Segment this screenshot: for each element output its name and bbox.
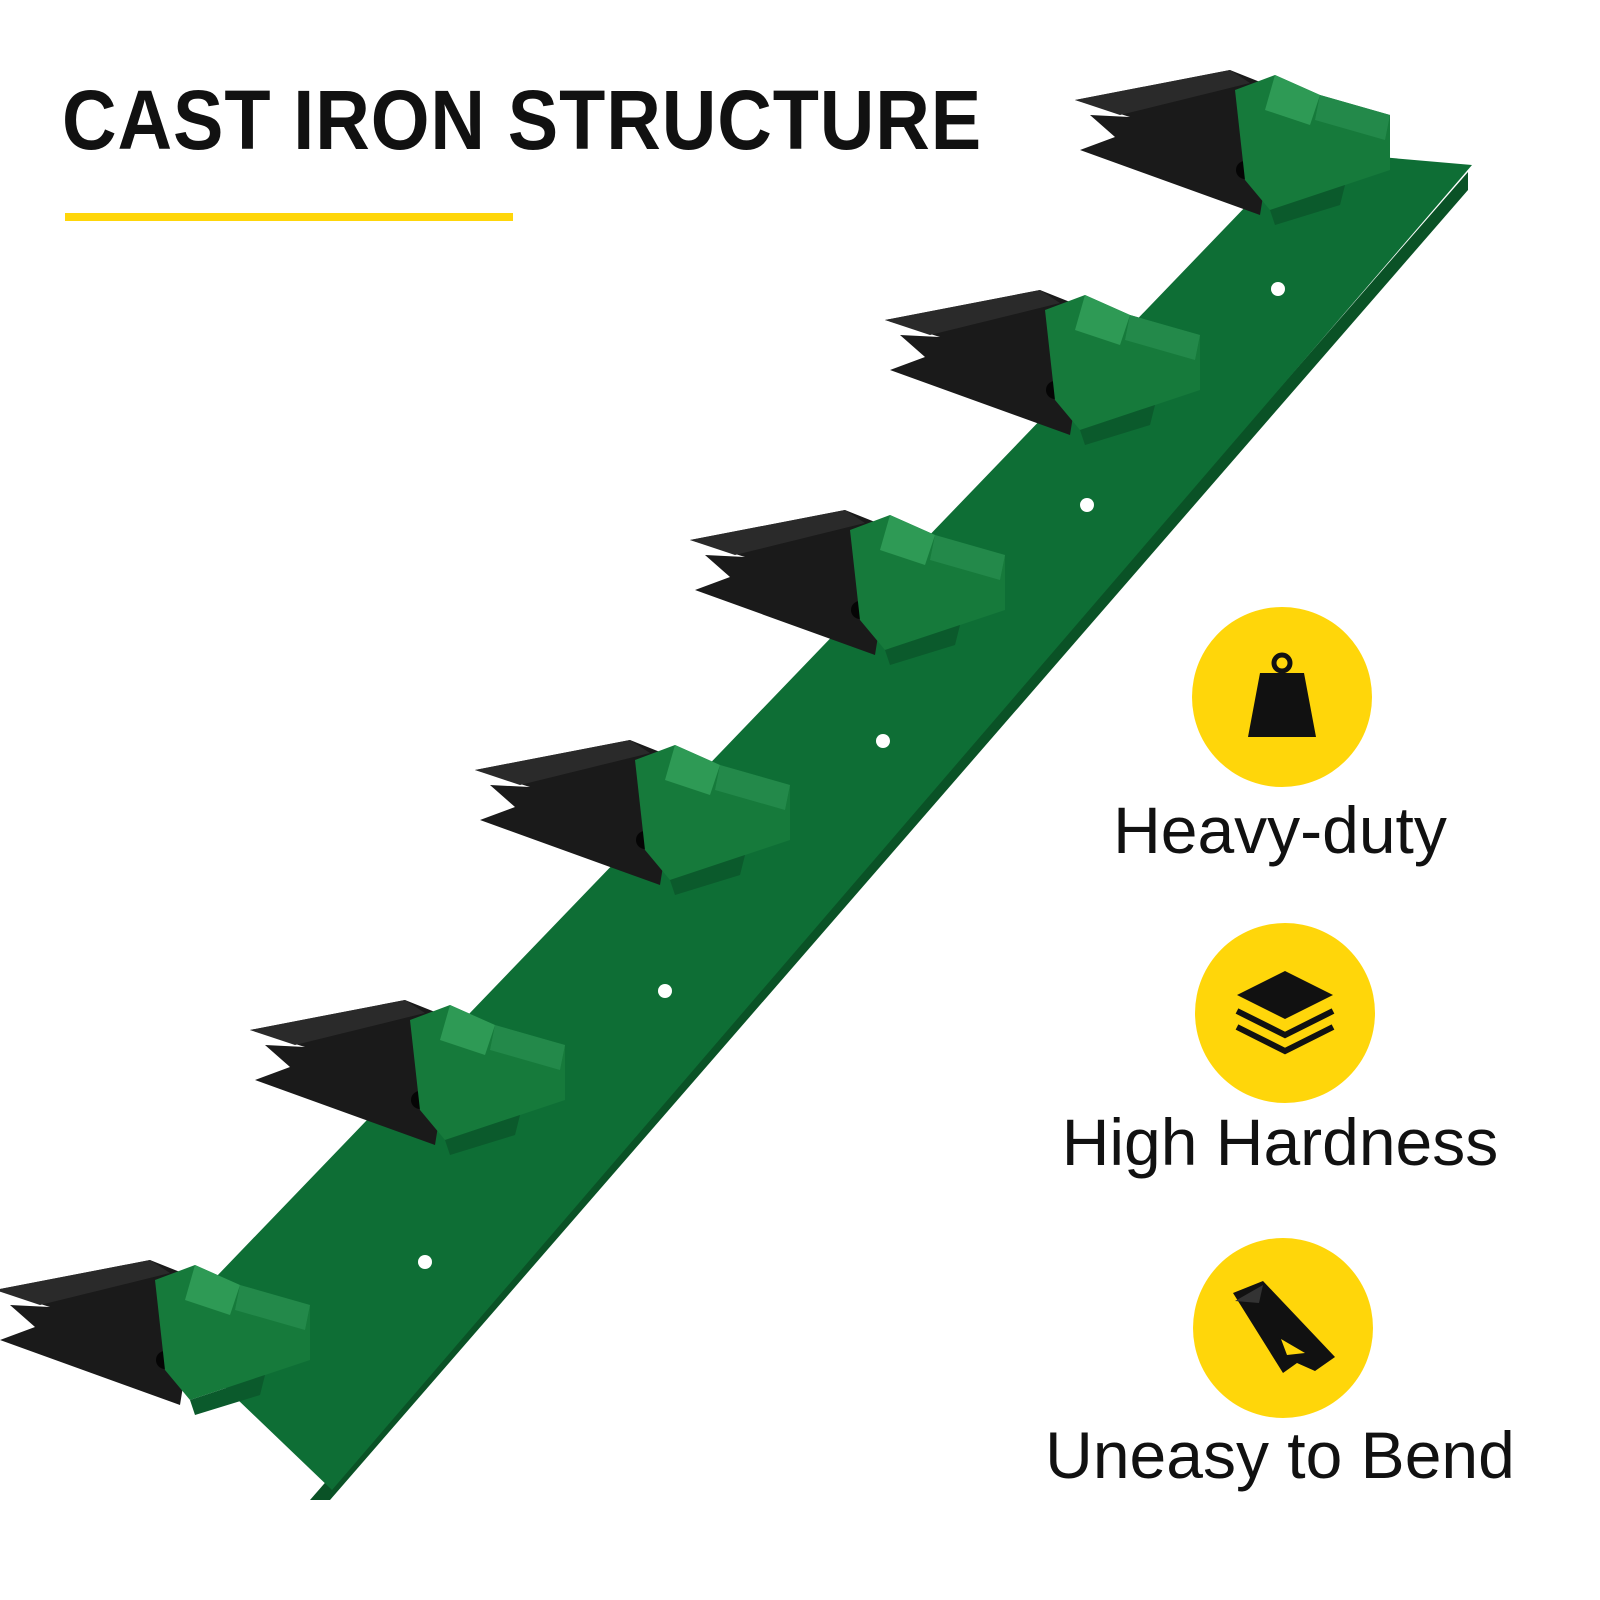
wedge-tooth-icon (1233, 1281, 1335, 1373)
page-title: CAST IRON STRUCTURE (62, 73, 983, 167)
high-hardness-label: High Hardness (1061, 1105, 1499, 1179)
title-underline (65, 213, 513, 221)
layers-icon (1235, 971, 1335, 1055)
heavy-duty-badge (1192, 607, 1372, 787)
bar (165, 150, 1472, 1490)
weight-icon (1248, 652, 1316, 737)
heavy-duty-label: Heavy-duty (1113, 793, 1447, 867)
uneasy-to-bend-badge (1193, 1238, 1373, 1418)
uneasy-to-bend-label: Uneasy to Bend (1045, 1418, 1515, 1492)
high-hardness-badge (1195, 923, 1375, 1103)
